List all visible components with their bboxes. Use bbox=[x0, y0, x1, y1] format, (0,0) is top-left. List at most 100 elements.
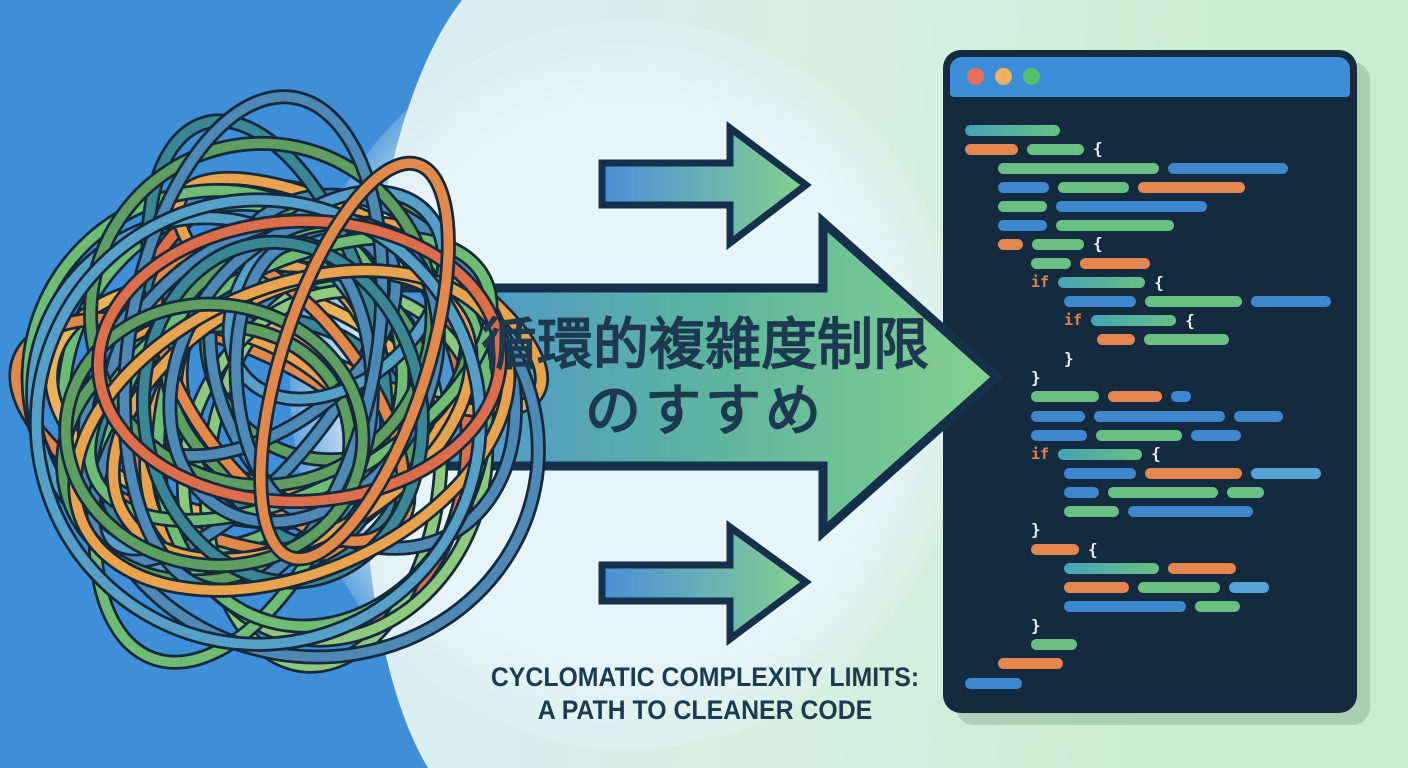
brace-glyph: { bbox=[1093, 234, 1103, 254]
code-line: if { bbox=[943, 273, 1357, 292]
brace-glyph: { bbox=[1093, 139, 1103, 159]
code-line: if { bbox=[943, 311, 1357, 330]
code-editor-window: { { if { if {}} if {} {} bbox=[943, 50, 1357, 713]
code-bar bbox=[1138, 582, 1220, 594]
traffic-light-red-icon bbox=[967, 68, 984, 85]
code-bar bbox=[1191, 429, 1241, 441]
traffic-light-yellow-icon bbox=[995, 68, 1012, 85]
code-bar bbox=[1064, 296, 1136, 308]
code-line: } bbox=[943, 521, 1357, 540]
code-bar bbox=[1128, 505, 1253, 517]
code-bar bbox=[1096, 429, 1182, 441]
code-bar bbox=[1251, 296, 1331, 308]
code-area: { { if { if {}} if {} {} bbox=[943, 50, 1357, 713]
code-line bbox=[943, 635, 1357, 654]
if-keyword: if bbox=[1031, 444, 1050, 463]
code-bar bbox=[1080, 257, 1150, 269]
headline-line1: 循環的複雑度制限 bbox=[481, 313, 929, 378]
code-line bbox=[943, 330, 1357, 349]
code-bar bbox=[1031, 410, 1085, 422]
brace-glyph: } bbox=[1064, 348, 1074, 368]
code-bar bbox=[1229, 582, 1269, 594]
code-bar bbox=[965, 124, 1060, 136]
traffic-light-green-icon bbox=[1023, 68, 1040, 85]
brace-glyph: } bbox=[1031, 367, 1041, 387]
code-bar bbox=[1031, 429, 1087, 441]
code-bar bbox=[1094, 410, 1225, 422]
caption-line1: CYCLOMATIC COMPLEXITY LIMITS: bbox=[490, 662, 920, 692]
code-line bbox=[943, 654, 1357, 673]
code-line: { bbox=[943, 540, 1357, 559]
code-line bbox=[943, 387, 1357, 406]
code-bar bbox=[1145, 296, 1242, 308]
if-keyword: if bbox=[1031, 273, 1050, 292]
code-line: } bbox=[943, 368, 1357, 387]
code-bar bbox=[965, 143, 1018, 155]
code-line bbox=[943, 483, 1357, 502]
code-bar bbox=[1144, 334, 1229, 346]
code-line bbox=[943, 559, 1357, 578]
code-line bbox=[943, 502, 1357, 521]
code-bar bbox=[1056, 200, 1207, 212]
brace-glyph: } bbox=[1031, 520, 1041, 540]
code-bar bbox=[1031, 391, 1099, 403]
code-line bbox=[943, 216, 1357, 235]
brace-glyph: } bbox=[1031, 615, 1041, 635]
code-line bbox=[943, 159, 1357, 178]
brace-glyph: { bbox=[1088, 539, 1098, 559]
code-bar bbox=[1064, 486, 1099, 498]
code-line bbox=[943, 426, 1357, 445]
code-bar bbox=[1031, 257, 1071, 269]
code-bar bbox=[998, 658, 1063, 670]
code-line bbox=[943, 597, 1357, 616]
code-bar bbox=[965, 677, 1022, 689]
code-bar bbox=[1031, 544, 1079, 556]
code-line bbox=[943, 674, 1357, 693]
code-line bbox=[943, 407, 1357, 426]
headline-line2: のすすめ bbox=[585, 379, 825, 444]
code-bar bbox=[1108, 391, 1162, 403]
window-titlebar bbox=[950, 57, 1350, 97]
caption-line2: A PATH TO CLEANER CODE bbox=[537, 695, 873, 725]
code-line bbox=[943, 292, 1357, 311]
code-bar bbox=[998, 200, 1047, 212]
brace-glyph: { bbox=[1185, 310, 1195, 330]
code-line: { bbox=[943, 140, 1357, 159]
brace-glyph: { bbox=[1151, 444, 1161, 464]
code-bar bbox=[1138, 181, 1245, 193]
code-bar bbox=[1251, 467, 1321, 479]
code-bar bbox=[998, 238, 1023, 250]
caption-english: CYCLOMATIC COMPLEXITY LIMITS: A PATH TO … bbox=[445, 661, 965, 727]
code-bar bbox=[1171, 391, 1191, 403]
code-bar bbox=[1058, 277, 1146, 289]
code-bar bbox=[1058, 448, 1143, 460]
headline-japanese: 循環的複雑度制限 のすすめ bbox=[420, 312, 990, 444]
code-line bbox=[943, 578, 1357, 597]
code-bar bbox=[1091, 315, 1177, 327]
code-bar bbox=[1108, 486, 1218, 498]
code-line: } bbox=[943, 349, 1357, 368]
brace-glyph: { bbox=[1154, 272, 1164, 292]
code-line: if { bbox=[943, 445, 1357, 464]
code-bar bbox=[1031, 639, 1077, 651]
code-bar bbox=[1064, 505, 1119, 517]
if-keyword: if bbox=[1064, 311, 1083, 330]
code-bar bbox=[1032, 238, 1084, 250]
code-bar bbox=[1064, 582, 1129, 594]
code-bar bbox=[998, 162, 1159, 174]
code-bar bbox=[1064, 563, 1159, 575]
code-bar bbox=[1027, 143, 1084, 155]
code-line: } bbox=[943, 616, 1357, 635]
code-bar bbox=[998, 181, 1049, 193]
code-bar bbox=[1056, 219, 1174, 231]
code-bar bbox=[1195, 601, 1240, 613]
code-line bbox=[943, 254, 1357, 273]
code-bar bbox=[1168, 162, 1288, 174]
code-line bbox=[943, 121, 1357, 140]
code-bar bbox=[1097, 334, 1135, 346]
code-bar bbox=[1064, 467, 1136, 479]
code-line: { bbox=[943, 235, 1357, 254]
code-line bbox=[943, 197, 1357, 216]
code-bar bbox=[1234, 410, 1283, 422]
